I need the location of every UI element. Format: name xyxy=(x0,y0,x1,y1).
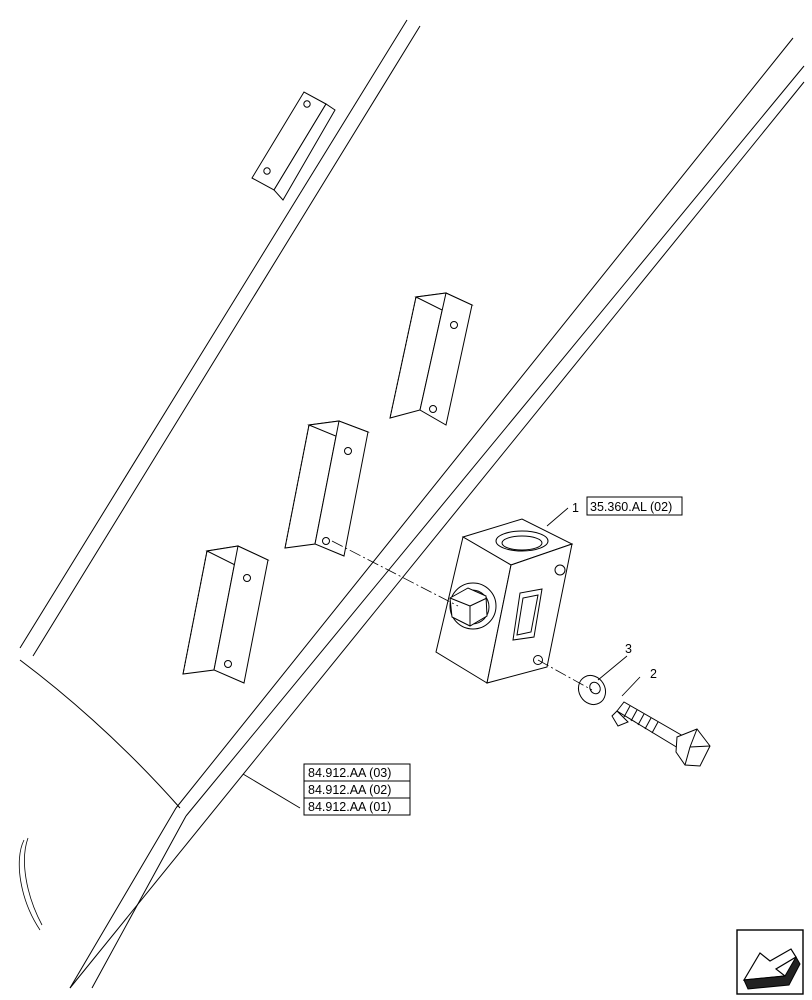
reference-label-3: 84.912.AA (01) xyxy=(308,800,391,814)
callout-1-reference: 35.360.AL (02) xyxy=(590,500,672,514)
reference-group[interactable]: 84.912.AA (03) 84.912.AA (02) 84.912.AA … xyxy=(303,763,411,816)
valve-block xyxy=(435,518,574,684)
spacer-block-3 xyxy=(182,545,270,684)
leader-lines xyxy=(242,507,641,809)
center-lines xyxy=(331,540,593,691)
next-page-arrow-icon[interactable] xyxy=(736,929,804,995)
callout-1-reference-box xyxy=(586,496,683,516)
reference-label-2: 84.912.AA (02) xyxy=(308,783,391,797)
reference-label-1: 84.912.AA (03) xyxy=(308,766,391,780)
callout-2[interactable]: 2 xyxy=(650,667,657,681)
top-bracket xyxy=(251,91,336,201)
callout-3[interactable]: 3 xyxy=(625,642,632,656)
callout-1[interactable]: 1 35.360.AL (02) xyxy=(572,496,683,516)
frame-rails xyxy=(18,19,805,989)
callout-1-number: 1 xyxy=(572,501,579,515)
spacer-block-1 xyxy=(389,292,474,426)
bolt xyxy=(611,701,711,767)
spacer-block-2 xyxy=(284,420,370,557)
reference-box-3 xyxy=(303,797,411,816)
callout-2-number: 2 xyxy=(650,667,657,681)
callout-3-number: 3 xyxy=(625,642,632,656)
